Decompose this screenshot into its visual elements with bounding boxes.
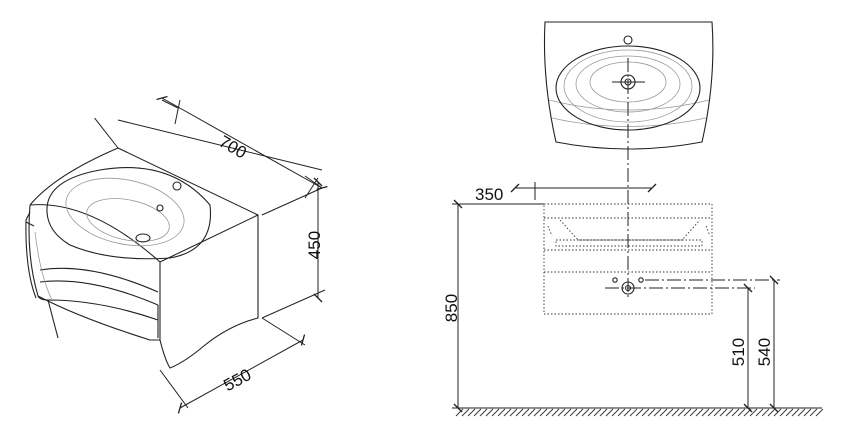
hatch-stroke <box>539 408 548 417</box>
hatch-stroke <box>455 408 464 417</box>
hatch-stroke <box>635 408 644 417</box>
hatch-stroke <box>767 408 776 417</box>
hatch-stroke <box>611 408 620 417</box>
hatch-stroke <box>587 408 596 417</box>
hatch-stroke <box>719 408 728 417</box>
hatch-stroke <box>467 408 476 417</box>
top-view <box>543 21 714 150</box>
hatch-stroke <box>527 408 536 417</box>
hatch-stroke <box>737 408 746 417</box>
hatch-stroke <box>803 408 812 417</box>
dim-drain-offset-label: 350 <box>475 185 503 204</box>
hatch-stroke <box>647 408 656 417</box>
hatch-stroke <box>575 408 584 417</box>
hatch-stroke <box>545 408 554 417</box>
isometric-tap-hole-icon <box>172 181 182 191</box>
hatch-stroke <box>725 408 734 417</box>
hatch-stroke <box>515 408 524 417</box>
hatch-stroke <box>509 408 518 417</box>
hatch-stroke <box>617 408 626 417</box>
dim-basin-height-label: 850 <box>442 294 461 322</box>
hatch-stroke <box>665 408 674 417</box>
hatch-stroke <box>485 408 494 417</box>
hatch-stroke <box>743 408 752 417</box>
hatch-stroke <box>629 408 638 417</box>
hatch-stroke <box>677 408 686 417</box>
hatch-stroke <box>785 408 794 417</box>
dim-line-depth <box>177 334 306 414</box>
isometric-basin-bowl <box>65 177 185 247</box>
hatch-stroke <box>479 408 488 417</box>
hatch-stroke <box>461 408 470 417</box>
hatch-stroke <box>755 408 764 417</box>
hatch-stroke <box>497 408 506 417</box>
hatch-stroke <box>605 408 614 417</box>
hatch-stroke <box>779 408 788 417</box>
hatch-stroke <box>581 408 590 417</box>
hatch-stroke <box>761 408 770 417</box>
hatch-stroke <box>641 408 650 417</box>
hatch-stroke <box>503 408 512 417</box>
hatch-stroke <box>797 408 806 417</box>
hatch-stroke <box>623 408 632 417</box>
hatch-stroke <box>707 408 716 417</box>
front-view-cabinet <box>543 203 713 315</box>
hatch-stroke <box>809 408 818 417</box>
dim-waste-high-label: 540 <box>755 338 774 366</box>
hatch-stroke <box>593 408 602 417</box>
hatch-stroke <box>689 408 698 417</box>
dim-height-label: 450 <box>305 231 324 259</box>
hatch-stroke <box>815 408 824 417</box>
hatch-stroke <box>671 408 680 417</box>
hatch-stroke <box>491 408 500 417</box>
isometric-basin-rim <box>46 167 212 260</box>
hatch-stroke <box>599 408 608 417</box>
hatch-stroke <box>731 408 740 417</box>
isometric-shelf <box>37 267 159 339</box>
hatch-stroke <box>551 408 560 417</box>
isometric-drain-icon <box>135 233 151 243</box>
dim-waste-low-label: 510 <box>729 338 748 366</box>
hatch-stroke <box>749 408 758 417</box>
isometric-view: 700 450 550 <box>25 95 328 414</box>
hatch-stroke <box>701 408 710 417</box>
hatch-stroke <box>563 408 572 417</box>
top-view-basin-outline <box>543 21 714 150</box>
hatch-stroke <box>791 408 800 417</box>
isometric-overflow-icon <box>156 204 164 212</box>
top-view-tap-hole-icon <box>623 35 633 45</box>
hatch-stroke <box>713 408 722 417</box>
front-view: 350 850 510 540 <box>442 182 824 417</box>
hatch-stroke <box>695 408 704 417</box>
hatch-stroke <box>521 408 530 417</box>
hatch-stroke <box>773 408 782 417</box>
hatch-stroke <box>653 408 662 417</box>
isometric-cabinet-outline <box>28 147 259 369</box>
hatch-stroke <box>557 408 566 417</box>
hatch-stroke <box>683 408 692 417</box>
hatch-stroke <box>473 408 482 417</box>
dim-width-label: 700 <box>216 132 250 163</box>
floor-hatching <box>455 408 824 417</box>
hatch-stroke <box>569 408 578 417</box>
hatch-stroke <box>533 408 542 417</box>
hatch-stroke <box>659 408 668 417</box>
